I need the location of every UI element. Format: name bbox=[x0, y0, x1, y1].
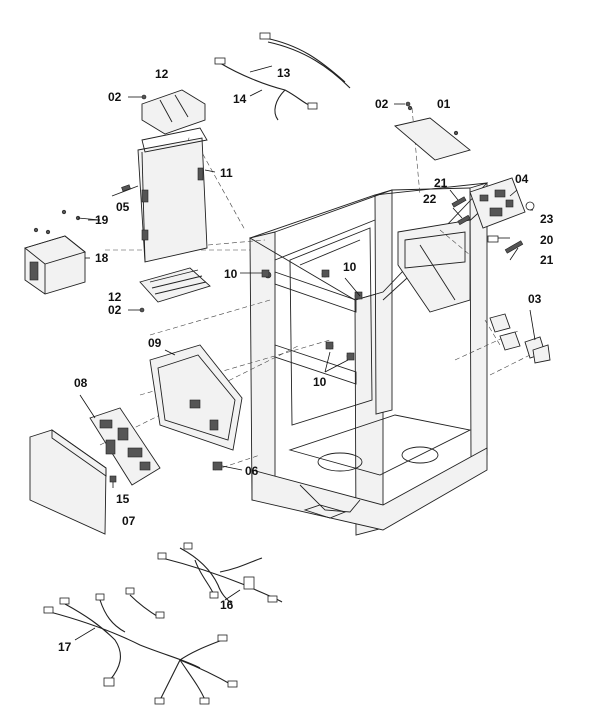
part-16-harness bbox=[157, 542, 283, 605]
label-21-bottom: 21 bbox=[540, 253, 554, 267]
label-16: 16 bbox=[220, 598, 234, 612]
part-09-box bbox=[149, 344, 243, 451]
part-02-screws bbox=[139, 94, 411, 313]
label-21-top: 21 bbox=[434, 176, 448, 190]
part-03-brackets bbox=[489, 313, 551, 364]
part-15-screw bbox=[109, 475, 117, 483]
label-04: 04 bbox=[515, 172, 529, 186]
callout-labels: 01 02 02 02 03 04 05 06 07 08 09 10 10 1… bbox=[58, 66, 554, 654]
label-14: 14 bbox=[233, 92, 247, 106]
part-01-cover-plate bbox=[394, 105, 471, 161]
part-13-cable bbox=[259, 32, 351, 89]
leader-lines bbox=[74, 65, 536, 641]
label-12-top: 12 bbox=[155, 67, 169, 81]
label-18: 18 bbox=[95, 251, 109, 265]
part-11-tank bbox=[137, 127, 208, 263]
label-08: 08 bbox=[74, 376, 88, 390]
label-07: 07 bbox=[122, 514, 136, 528]
label-02-bottom: 02 bbox=[108, 303, 122, 317]
label-10-middle: 10 bbox=[343, 260, 357, 274]
part-08-circuit-board bbox=[89, 407, 161, 486]
label-17: 17 bbox=[58, 640, 72, 654]
label-23: 23 bbox=[540, 212, 554, 226]
part-19-screws bbox=[33, 209, 81, 235]
part-05-bolt bbox=[111, 184, 139, 197]
cabinet-frame bbox=[248, 182, 489, 536]
part-04-board bbox=[469, 177, 526, 229]
part-12-cap bbox=[141, 89, 206, 135]
parts-20-23-components bbox=[451, 196, 535, 254]
part-18-transformer bbox=[24, 235, 86, 295]
label-09: 09 bbox=[148, 336, 162, 350]
label-19: 19 bbox=[95, 213, 109, 227]
part-12-grille bbox=[139, 267, 211, 303]
label-06: 06 bbox=[245, 464, 259, 478]
part-10-nuts bbox=[261, 269, 363, 361]
label-15: 15 bbox=[116, 492, 130, 506]
label-11: 11 bbox=[220, 166, 233, 180]
label-12-bottom: 12 bbox=[108, 290, 122, 304]
label-22: 22 bbox=[423, 192, 437, 206]
label-02-right: 02 bbox=[375, 97, 389, 111]
part-06-screw bbox=[212, 461, 223, 471]
label-13: 13 bbox=[277, 66, 291, 80]
label-05: 05 bbox=[116, 200, 130, 214]
label-20: 20 bbox=[540, 233, 554, 247]
part-17-harness bbox=[43, 587, 238, 705]
label-03: 03 bbox=[528, 292, 542, 306]
label-02-top: 02 bbox=[108, 90, 122, 104]
label-10-lower: 10 bbox=[313, 375, 327, 389]
part-14-cable bbox=[214, 57, 318, 121]
part-07-front-panel bbox=[29, 429, 107, 535]
label-10-left: 10 bbox=[224, 267, 238, 281]
label-01: 01 bbox=[437, 97, 451, 111]
